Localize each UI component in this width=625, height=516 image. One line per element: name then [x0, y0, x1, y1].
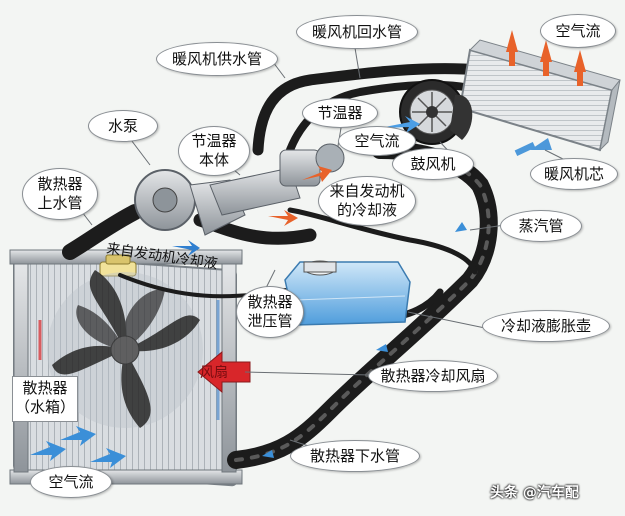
blower [399, 79, 473, 145]
expansion-tank [284, 260, 411, 326]
label-radiator-fan: 散热器冷却风扇 [368, 360, 498, 392]
label-steam-pipe: 蒸汽管 [500, 210, 582, 242]
thermostat-housing [209, 143, 345, 216]
heater-core [458, 39, 621, 152]
label-air-flow-mid: 空气流 [338, 126, 416, 156]
flow-arrows [30, 30, 586, 468]
label-radiator-pressure-cap: 散热器 泄压管 [236, 286, 304, 338]
watermark: 头条 @汽车配 [490, 485, 579, 501]
label-radiator-tank: 散热器 （水箱） [12, 376, 78, 422]
label-thermostat-body: 节温器 本体 [178, 126, 250, 176]
label-air-flow-top: 空气流 [540, 14, 616, 48]
label-warm-fan-supply-pipe: 暖风机供水管 [156, 42, 278, 76]
label-thermostat-top: 节温器 [302, 98, 378, 128]
label-coolant-from-engine-right: 来自发动机 的冷却液 [318, 176, 416, 226]
label-wind-fan: 风扇 [200, 365, 228, 381]
label-heater-core: 暖风机芯 [530, 158, 618, 190]
label-radiator-lower-hose: 散热器下水管 [290, 440, 420, 472]
label-air-flow-bottom: 空气流 [30, 466, 112, 498]
water-pump [134, 169, 246, 236]
label-radiator-upper-hose: 散热器 上水管 [22, 168, 98, 220]
label-water-pump: 水泵 [88, 110, 158, 142]
cooling-fan [47, 270, 203, 428]
label-blower: 鼓风机 [392, 148, 474, 180]
label-warm-fan-return-pipe: 暖风机回水管 [296, 15, 418, 49]
label-expansion-tank: 冷却液膨胀壶 [482, 310, 610, 342]
